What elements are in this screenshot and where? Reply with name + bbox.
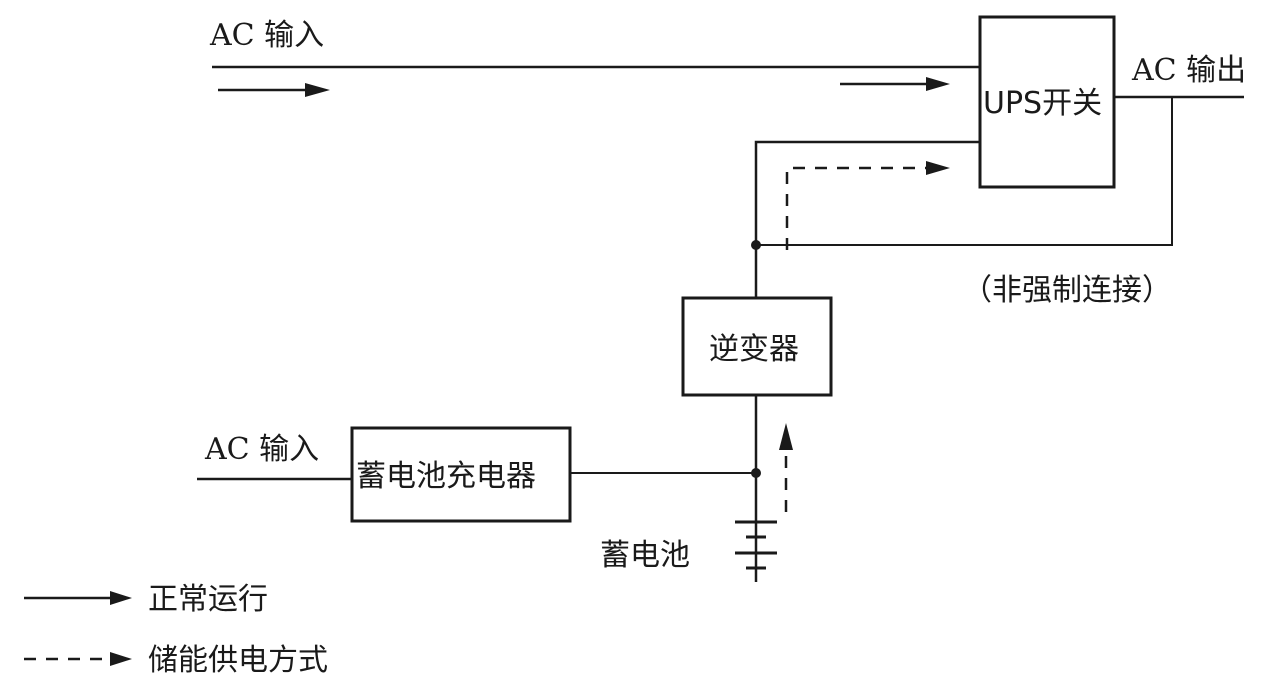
optional-connection-line [756, 97, 1173, 246]
ac-input-top-label: AC 输入 [209, 18, 324, 53]
battery-label: 蓄电池 [600, 538, 690, 573]
inverter-to-ups-line [754, 140, 980, 298]
legend-solid-arrow-icon [110, 591, 132, 605]
inverter-label: 逆变器 [709, 332, 799, 367]
optional-connection-label: （非强制连接） [962, 273, 1172, 308]
ups-switch-label: UPS开关 [983, 86, 1102, 121]
battery-charger-label: 蓄电池充电器 [356, 459, 536, 494]
legend-dashed: 储能供电方式 [24, 643, 328, 678]
ac-input-bottom-label: AC 输入 [204, 432, 319, 467]
stored-energy-arrow-lower [779, 423, 793, 512]
legend-solid-label: 正常运行 [148, 582, 268, 617]
junction-dot-upper [751, 240, 761, 250]
junction-dot-lower [751, 468, 761, 478]
normal-flow-arrow-right [840, 77, 950, 91]
battery-icon [735, 520, 777, 582]
battery-charger-box [350, 426, 572, 523]
ups-switch-box [978, 15, 1116, 189]
legend-solid: 正常运行 [24, 582, 268, 617]
legend-dashed-label: 储能供电方式 [148, 643, 328, 678]
normal-flow-arrow-left [218, 83, 330, 97]
ac-output-label: AC 输出 [1131, 53, 1246, 88]
stored-energy-arrow-upper [785, 161, 950, 250]
legend-dashed-arrow-icon [110, 652, 132, 666]
